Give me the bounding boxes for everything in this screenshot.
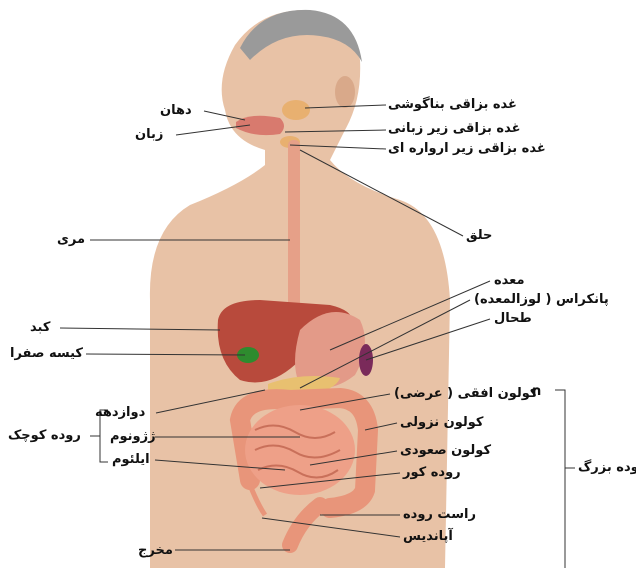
label-liver: کبد — [30, 320, 50, 336]
label-appendix: آپاندیس — [403, 529, 453, 545]
label-descending-colon: کولون نزولی — [400, 415, 483, 431]
label-ileum: ایلئوم — [112, 452, 150, 468]
label-anus: مخرج — [138, 543, 173, 559]
label-tongue: زبان — [135, 127, 163, 143]
label-esophagus: مری — [57, 232, 85, 248]
label-cecum: روده کور — [403, 465, 461, 481]
label-pharynx: حلق — [466, 228, 492, 244]
label-small-intestine: روده کوچک — [8, 428, 81, 444]
label-submandibular: غده بزاقی زیر ارواره ای — [388, 141, 546, 157]
label-large-intestine: روده بزرگ — [578, 460, 636, 476]
label-ascending-colon: کولون صعودی — [400, 443, 491, 459]
label-stomach: معده — [494, 273, 525, 289]
label-jejunum: ژژونوم — [110, 429, 156, 445]
label-mouth: دهان — [160, 103, 192, 119]
label-spleen: طحال — [494, 311, 532, 327]
ear — [335, 76, 355, 108]
label-pancreas: پانکراس ( لوزالمعده) — [474, 292, 609, 308]
parotid-gland — [282, 100, 310, 120]
label-gallbladder: کیسه صفرا — [10, 346, 83, 362]
label-rectum: راست روده — [403, 507, 476, 523]
label-parotid: غده بزاقی بناگوشی — [388, 97, 517, 113]
label-sublingual: غده بزاقی زیر زبانی — [388, 121, 520, 137]
esophagus — [288, 140, 300, 315]
label-transverse-colon: کولون افقی ( عرضی) — [394, 386, 537, 402]
label-duodenum: دوازدهه — [95, 405, 145, 421]
